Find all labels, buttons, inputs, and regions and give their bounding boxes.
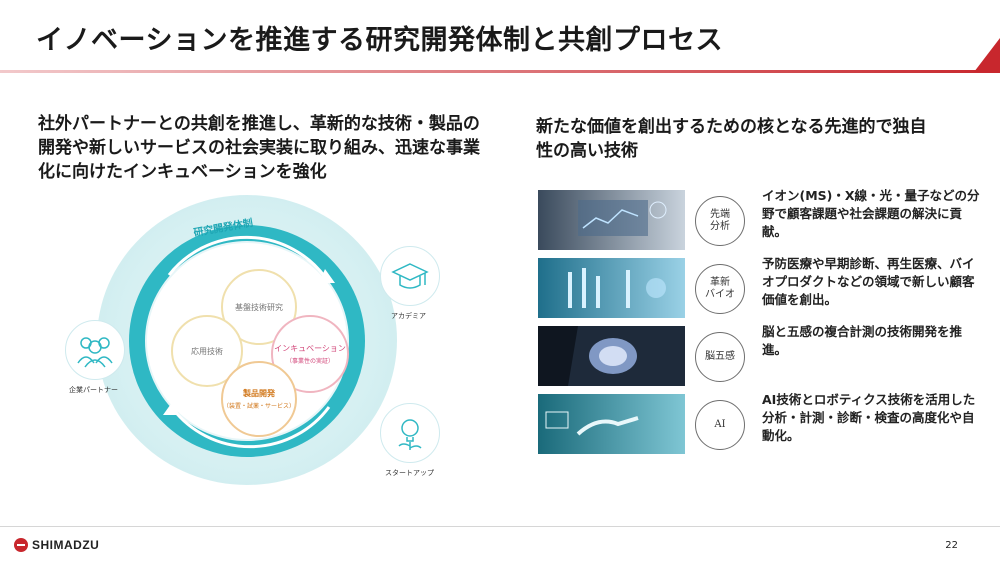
academia-label: アカデミア <box>391 312 426 320</box>
partners-label: 企業パートナー <box>69 386 118 394</box>
tech-desc-advanced-analysis: イオン(MS)・X線・光・量子などの分野で顧客課題や社会課題の解決に貢献。 <box>762 188 980 239</box>
tech-badge-ai: AI <box>695 400 745 450</box>
analysis-image <box>538 190 685 250</box>
corner-accent <box>974 38 1000 72</box>
tech-row-ai: AI AI技術とロボティクス技術を活用した分析・計測・診断・検査の高度化や自動化… <box>538 392 978 454</box>
tech-row-innovative-bio: 革新 バイオ 予防医療や早期診断、再生医療、バイオプロダクトなどの領域で新しい顧… <box>538 256 978 318</box>
rd-system-diagram: 研究開発体制 基盤技術研究 応用技術 インキュベーション （事業性の実証） 製品… <box>65 183 495 503</box>
basic-research-circle: 基盤技術研究 <box>221 269 297 345</box>
product-dev-label: 製品開発 <box>243 389 275 398</box>
tech-row-advanced-analysis: 先端 分析 イオン(MS)・X線・光・量子などの分野で顧客課題や社会課題の解決に… <box>538 188 980 250</box>
logo-mark-icon <box>14 538 28 552</box>
tech-desc-innovative-bio: 予防医療や早期診断、再生医療、バイオプロダクトなどの領域で新しい顧客価値を創出。 <box>762 256 975 307</box>
product-dev-sub-label: （装置・試薬・サービス） <box>223 403 296 410</box>
left-description: 社外パートナーとの共創を推進し、革新的な技術・製品の開発や新しいサービスの社会実… <box>38 114 480 182</box>
academia-icon <box>380 246 440 306</box>
page-number: 22 <box>945 540 958 551</box>
applied-tech-label: 応用技術 <box>191 346 223 356</box>
tech-desc-brain-senses: 脳と五感の複合計測の技術開発を推進。 <box>762 324 963 357</box>
basic-research-label: 基盤技術研究 <box>235 302 283 312</box>
partners-icon <box>65 320 125 380</box>
slide-title: イノベーションを推進する研究開発体制と共創プロセス <box>36 25 723 56</box>
right-heading: 新たな価値を創出するための核となる先進的で独自性の高い技術 <box>536 117 927 161</box>
title-underline <box>0 70 1000 73</box>
company-logo: SHIMADZU <box>14 538 99 552</box>
cycle-arrows <box>163 235 335 449</box>
incubation-label: インキュベーション <box>274 344 346 353</box>
tech-badge-advanced-analysis: 先端 分析 <box>695 196 745 246</box>
tech-row-brain-senses: 脳五感 脳と五感の複合計測の技術開発を推進。 <box>538 324 978 386</box>
product-dev-circle: 製品開発 （装置・試薬・サービス） <box>221 361 297 437</box>
tech-badge-innovative-bio: 革新 バイオ <box>695 264 745 314</box>
brain-image <box>538 326 685 386</box>
bio-image <box>538 258 685 318</box>
tech-badge-brain-senses: 脳五感 <box>695 332 745 382</box>
startup-icon <box>380 403 440 463</box>
logo-text: SHIMADZU <box>32 538 100 552</box>
startup-label: スタートアップ <box>385 469 434 477</box>
footer-divider <box>0 526 1000 527</box>
tech-desc-ai: AI技術とロボティクス技術を活用した分析・計測・診断・検査の高度化や自動化。 <box>762 392 976 443</box>
incubation-sub-label: （事業性の実証） <box>285 358 334 365</box>
ai-image <box>538 394 685 454</box>
